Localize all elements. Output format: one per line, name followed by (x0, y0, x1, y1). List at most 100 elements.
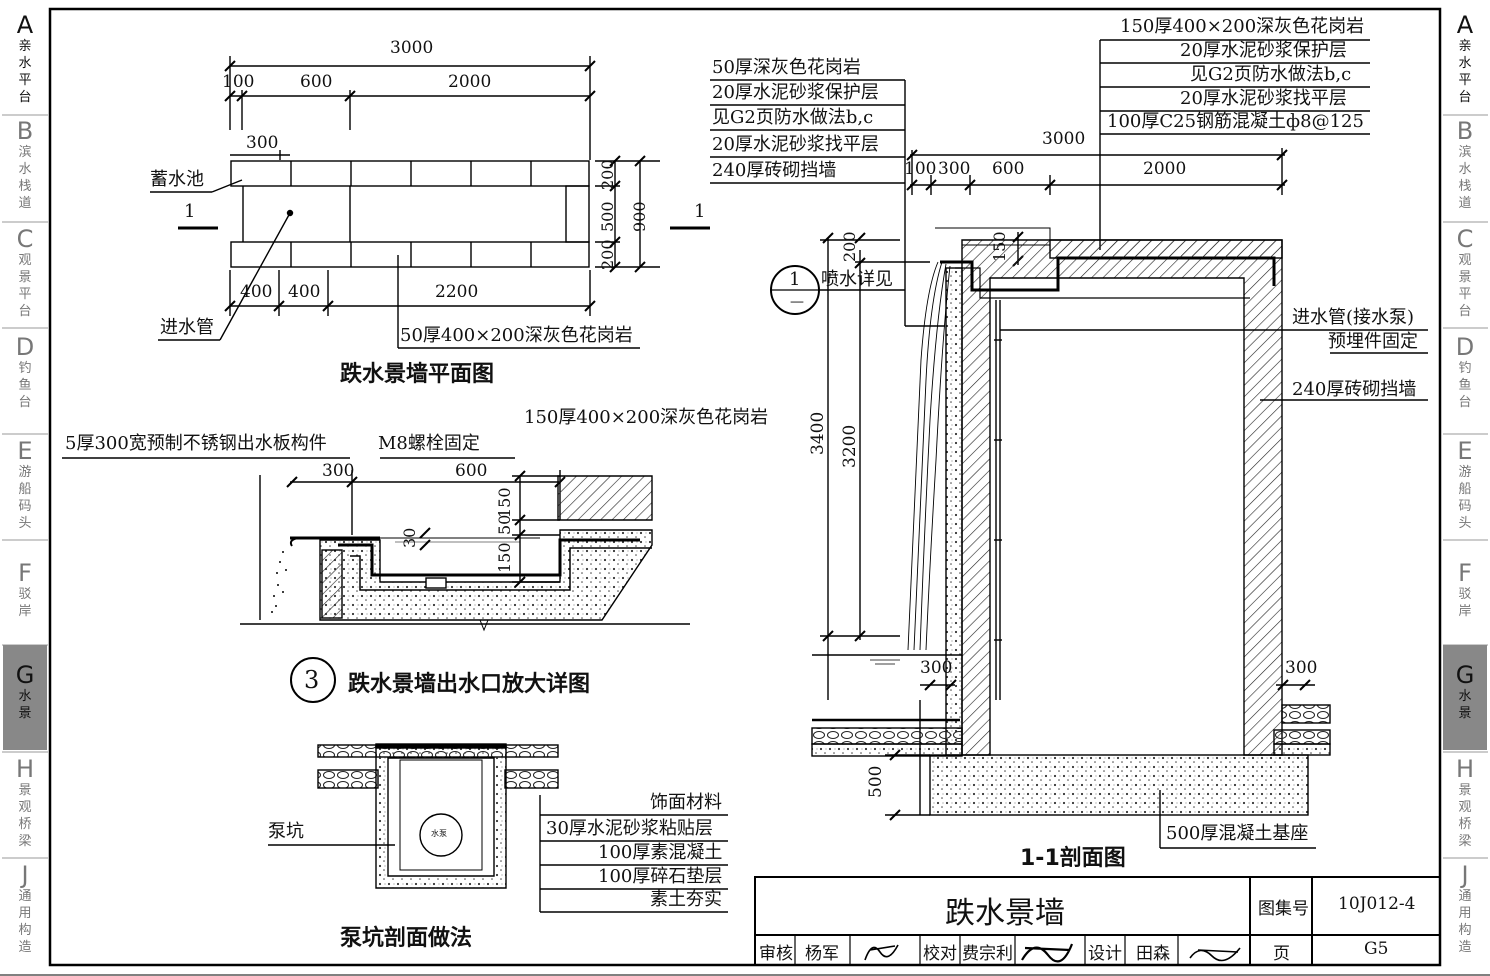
pump-title: 泵坑剖面做法 (340, 926, 473, 951)
section-dim-500: 500 (866, 765, 886, 798)
detail3-label-bolt: M8螺栓固定 (378, 433, 480, 454)
plan-title: 跌水景墙平面图 (340, 362, 495, 387)
section-title: 1-1剖面图 (1020, 846, 1126, 871)
category-tab-letter: B (16, 117, 34, 145)
section-dim-100: 100 (904, 159, 937, 179)
section-dim-v150: 150 (990, 231, 1009, 262)
category-tab-letter: H (15, 755, 35, 783)
section-left-layer-0: 50厚深灰色花岗岩 (712, 57, 861, 78)
title-checker: 费宗利 (962, 944, 1013, 964)
detail3-dim-v30: 30 (400, 527, 419, 548)
section-dim-3400: 3400 (808, 411, 828, 455)
pump-layer-0: 饰面材料 (650, 792, 722, 813)
section-top-layer-3: 20厚水泥砂浆找平层 (1180, 88, 1347, 109)
section-dim-v200: 200 (840, 231, 859, 262)
section-label-inlet-1: 进水管(接水泵) (1292, 307, 1415, 328)
pump-layer-3: 100厚碎石垫层 (598, 866, 723, 887)
plan-section-mark-left: 1 (184, 201, 196, 222)
section-dim-300: 300 (938, 159, 971, 179)
category-tab-letter: G (15, 661, 35, 689)
category-tab-name: 驳岸 (1458, 587, 1472, 619)
detail3-number: 3 (304, 666, 320, 694)
plan-section-mark-right: 1 (694, 201, 706, 222)
category-tab-name: 水景 (1458, 689, 1472, 721)
title-page-no: G5 (1364, 939, 1389, 959)
title-reviewer: 杨军 (805, 944, 839, 964)
category-tab-name: 景观桥梁 (18, 783, 32, 849)
section-dim-2000: 2000 (1143, 159, 1187, 179)
title-check-label: 校对 (923, 944, 957, 964)
category-tab-name: 通用构造 (1458, 889, 1472, 955)
plan-dim-b400b: 400 (288, 282, 321, 302)
plan-dim-v900: 900 (630, 201, 649, 232)
detail3-dim-300: 300 (322, 461, 355, 481)
detail3-label-stone: 150厚400×200深灰色花岗岩 (524, 407, 769, 428)
detail3-dim-v150b: 150 (495, 542, 514, 573)
category-tab-name: 景观桥梁 (1458, 783, 1472, 849)
section-left-layer-4: 240厚砖砌挡墙 (712, 160, 837, 181)
plan-label-pool: 蓄水池 (150, 169, 204, 190)
category-tab-letter: E (1457, 437, 1473, 465)
plan-dim-600: 600 (300, 72, 333, 92)
category-tab-name: 钓鱼台 (18, 361, 32, 410)
title-block-frame (754, 876, 1441, 966)
detail3-dim-v150a: 150 (495, 487, 514, 518)
category-tab-letter: E (17, 437, 33, 465)
category-tab-name: 游船码头 (18, 465, 32, 531)
section-top-layer-0: 150厚400×200深灰色花岗岩 (1120, 16, 1365, 37)
category-tab-letter: D (15, 333, 35, 361)
title-review-label: 审核 (759, 944, 793, 964)
category-tab-name: 观景平台 (1458, 253, 1472, 319)
detail3-drawing (62, 457, 690, 703)
plan-dim-300: 300 (246, 133, 279, 153)
pump-layer-4: 素土夯实 (650, 889, 722, 910)
detail3-title: 跌水景墙出水口放大详图 (348, 672, 591, 697)
plan-dim-v200a: 200 (598, 159, 617, 190)
category-tab-letter: G (1455, 661, 1475, 689)
category-tab-letter: J (21, 861, 29, 889)
category-tab-letter: H (1455, 755, 1475, 783)
category-tab-letter: A (16, 11, 34, 39)
category-tab-letter: F (18, 559, 32, 587)
plan-dim-b400a: 400 (240, 282, 273, 302)
title-drawing-name: 跌水景墙 (945, 896, 1065, 931)
title-designer: 田森 (1136, 944, 1170, 964)
plan-dim-v200b: 200 (598, 239, 617, 270)
category-tab-name: 观景平台 (18, 253, 32, 319)
plan-dim-100: 100 (222, 72, 255, 92)
title-atlas-no: 10J012-4 (1338, 894, 1416, 914)
detail3-dim-v50: 50 (495, 514, 514, 535)
category-tab-letter: A (1456, 11, 1474, 39)
category-tab-letter: D (1455, 333, 1475, 361)
section-ref-sheet: — (790, 294, 804, 310)
title-page-label: 页 (1273, 944, 1290, 964)
section-dim-b300r: 300 (1285, 658, 1318, 678)
category-tab-name: 游船码头 (1458, 465, 1472, 531)
pump-pit-drawing (268, 743, 728, 913)
category-tab-name: 滨水栈道 (18, 145, 32, 211)
category-tab-letter: B (1456, 117, 1474, 145)
section-top-layer-1: 20厚水泥砂浆保护层 (1180, 40, 1347, 61)
detail3-dim-600: 600 (455, 461, 488, 481)
category-tab-name: 通用构造 (18, 889, 32, 955)
title-design-label: 设计 (1088, 944, 1122, 964)
